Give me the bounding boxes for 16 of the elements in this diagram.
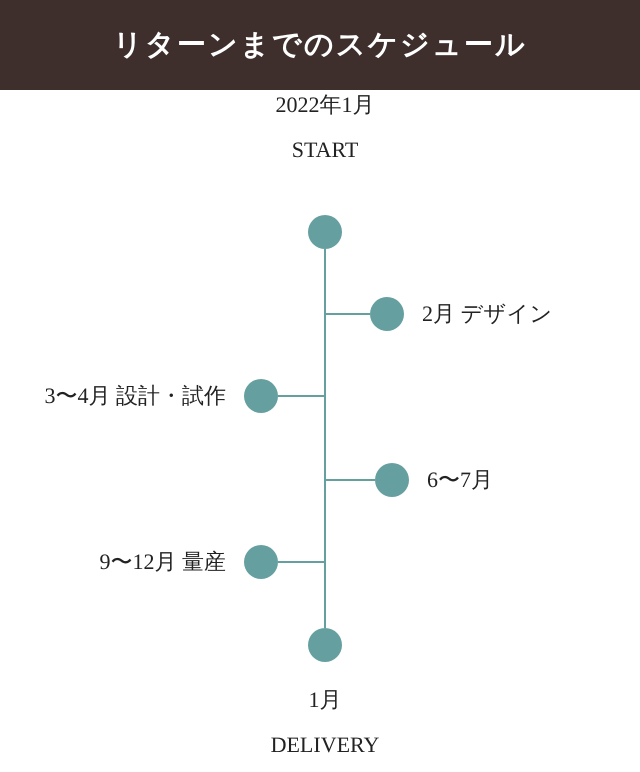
milestone-circle [244, 545, 278, 579]
milestone-label: DELIVERY [270, 731, 380, 759]
title-banner: リターンまでのスケジュール [0, 0, 640, 90]
milestone-label: START [290, 136, 360, 164]
milestone-circle [308, 628, 342, 662]
timeline-connector [278, 249, 326, 563]
milestone-label: 3〜4月 設計・試作 [44, 382, 226, 410]
milestone-label: 2月 デザイン [422, 300, 552, 328]
milestone-label: 1月 [308, 686, 342, 714]
milestone-label: 2022年1月 [274, 91, 376, 119]
milestone-label: 6〜7月 [427, 466, 493, 494]
milestone-circle [244, 379, 278, 413]
milestone-circle [308, 215, 342, 249]
milestone-label: 9〜12月 量産 [100, 548, 226, 576]
milestone-circle [375, 463, 409, 497]
milestone-circle [370, 297, 404, 331]
